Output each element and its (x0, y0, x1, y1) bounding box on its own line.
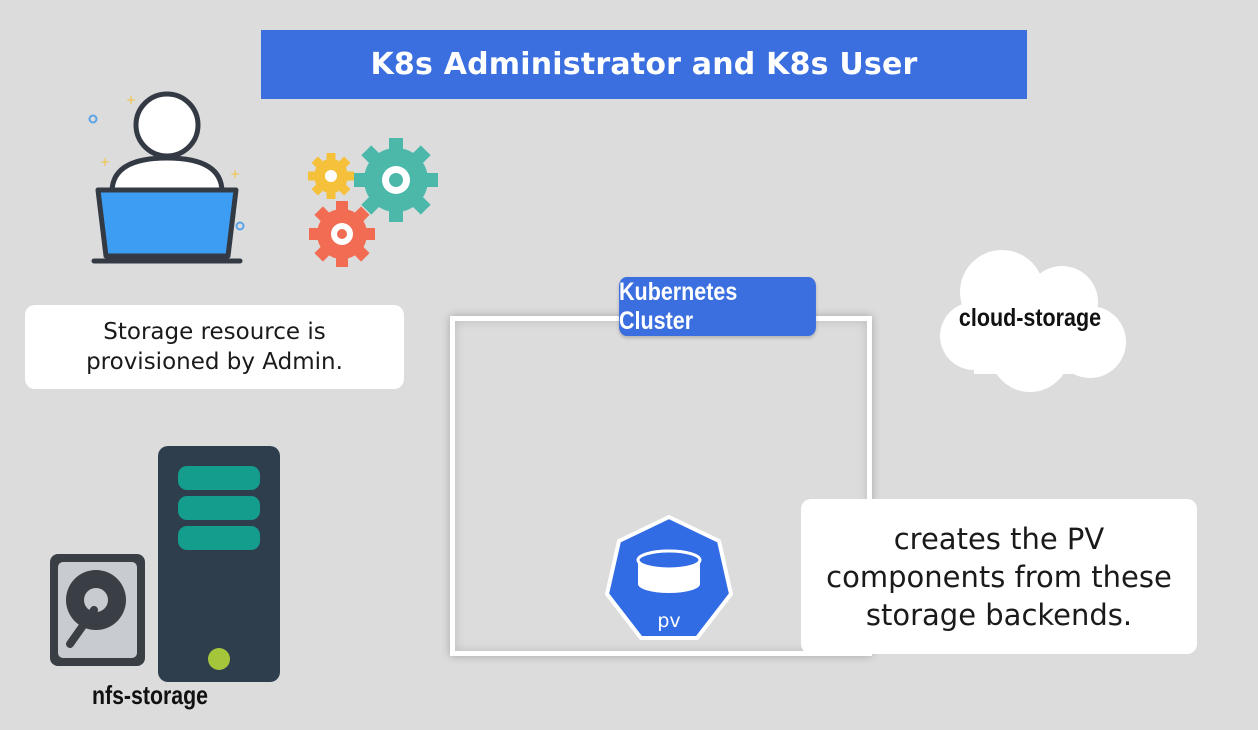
diagram-title: K8s Administrator and K8s User (261, 30, 1027, 99)
admin-note-line-1: Storage resource is (103, 319, 326, 345)
pv-note: creates the PV components from these sto… (801, 499, 1197, 654)
admin-laptop-icon: + + + (88, 91, 245, 264)
server-icon (158, 446, 280, 682)
svg-text:+: + (126, 93, 136, 107)
svg-text:+: + (230, 167, 240, 181)
admin-note-line-2: provisioned by Admin. (86, 349, 343, 375)
gears-icon (308, 138, 438, 267)
kubernetes-cluster-label: Kubernetes Cluster (619, 277, 816, 336)
cloud-icon (940, 250, 1126, 392)
cloud-storage-label: cloud-storage (958, 304, 1102, 332)
pv-note-line-3: storage backends. (865, 597, 1133, 632)
pv-note-line-2: components from these (826, 559, 1172, 594)
pv-label: pv (657, 610, 680, 632)
svg-text:+: + (100, 155, 110, 169)
persistent-volume-icon: pv (605, 515, 733, 640)
admin-note: Storage resource is provisioned by Admin… (25, 305, 404, 389)
hard-disk-icon (50, 554, 145, 666)
nfs-storage-label: nfs-storage (91, 680, 209, 710)
pv-note-line-1: creates the PV (893, 521, 1105, 556)
